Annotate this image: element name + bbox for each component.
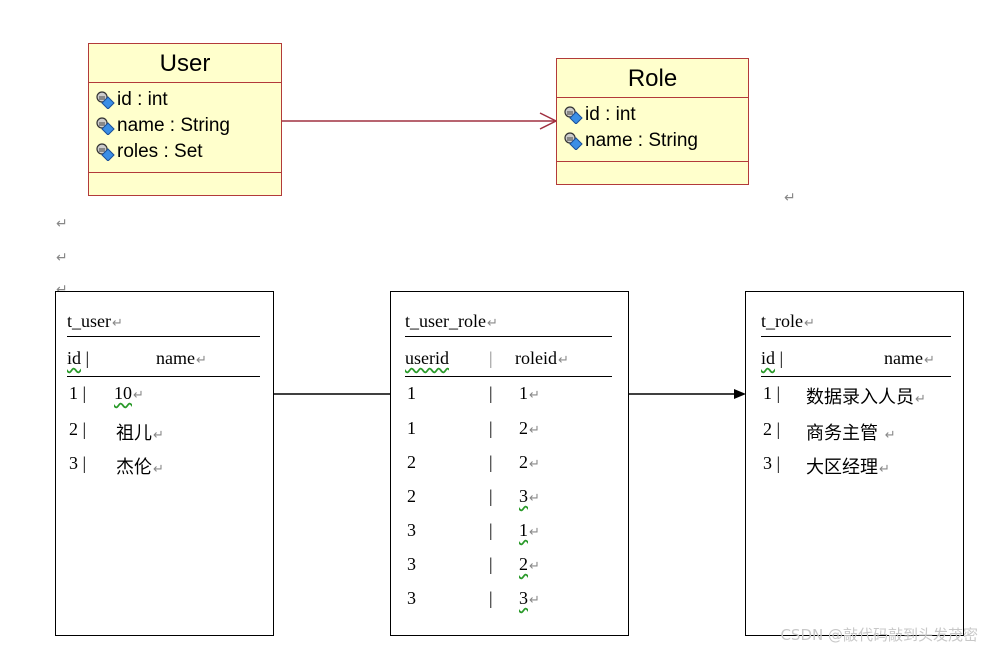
table-row-name: 商务主管 ↵ [806, 423, 896, 444]
uml-attribute: name : String [563, 128, 748, 154]
table-row: 3 | [763, 453, 781, 473]
uml-class-title: Role [557, 59, 748, 98]
header-divider [405, 336, 612, 337]
table-row: 2 [407, 486, 416, 506]
table-row: 1 [407, 383, 416, 403]
header-divider [405, 376, 612, 377]
table-row-name: 杰伦↵ [116, 457, 164, 478]
uml-attribute: name : String [95, 113, 281, 139]
column-header-id: id [761, 348, 776, 368]
field-icon [96, 117, 115, 135]
table-row: 2 | [763, 419, 781, 439]
uml-class-role: Role id : int name : String [556, 58, 749, 185]
header-divider [67, 376, 260, 377]
table-name: t_user_role [405, 311, 486, 331]
uml-class-title: User [89, 44, 281, 83]
uml-attribute: roles : Set [95, 139, 281, 165]
table-row: 1 | [69, 383, 87, 403]
column-header-roleid: roleid [515, 348, 557, 368]
table-row: 1 [407, 418, 416, 438]
header-divider [67, 336, 260, 337]
table-row-name: 数据录入人员↵ [806, 387, 926, 408]
uml-attribute-list: id : int name : String roles : Set [89, 83, 281, 173]
watermark: CSDN @敲代码敲到头发茂密 [780, 626, 978, 644]
table-row: 3 [407, 520, 416, 540]
field-icon [96, 91, 115, 109]
paragraph-mark: ↵ [56, 250, 68, 266]
uml-attribute: id : int [95, 87, 281, 113]
table-row: 2 [407, 452, 416, 472]
column-header-userid: userid [405, 348, 449, 368]
table-name: t_role [761, 311, 803, 331]
table-row: 1 | [763, 383, 781, 403]
table-row: 3 [407, 554, 416, 574]
field-icon [564, 132, 583, 150]
table-row-name: 大区经理↵ [806, 457, 890, 478]
header-divider [761, 376, 951, 377]
table-t-user: t_user↵ id | name↵ 1 | 10↵ 2 | 祖儿↵ 3 | 杰… [55, 291, 274, 636]
uml-attribute: id : int [563, 102, 748, 128]
table-t-role: t_role↵ id | name↵ 1 | 数据录入人员↵ 2 | 商务主管 … [745, 291, 964, 636]
table-t-user-role: t_user_role↵ userid | roleid↵ 1 | 1↵ 1 |… [390, 291, 629, 636]
column-header-name: name [156, 348, 195, 368]
column-header-name: name [884, 348, 923, 368]
table-row: 2 | [69, 419, 87, 439]
paragraph-mark: ↵ [56, 282, 68, 298]
column-header-id: id [67, 348, 82, 368]
field-icon [564, 106, 583, 124]
paragraph-mark: ↵ [784, 190, 796, 206]
role-fk-arrowhead [734, 389, 746, 399]
table-row: 3 [407, 588, 416, 608]
table-row-name: 祖儿↵ [116, 423, 164, 444]
uml-class-user: User id : int name : String rol [88, 43, 282, 196]
table-name: t_user [67, 311, 111, 331]
paragraph-mark: ↵ [56, 216, 68, 232]
table-row: 3 | [69, 453, 87, 473]
header-divider [761, 336, 951, 337]
field-icon [96, 143, 115, 161]
uml-attribute-list: id : int name : String [557, 98, 748, 162]
table-row-name: 10↵ [114, 383, 144, 403]
